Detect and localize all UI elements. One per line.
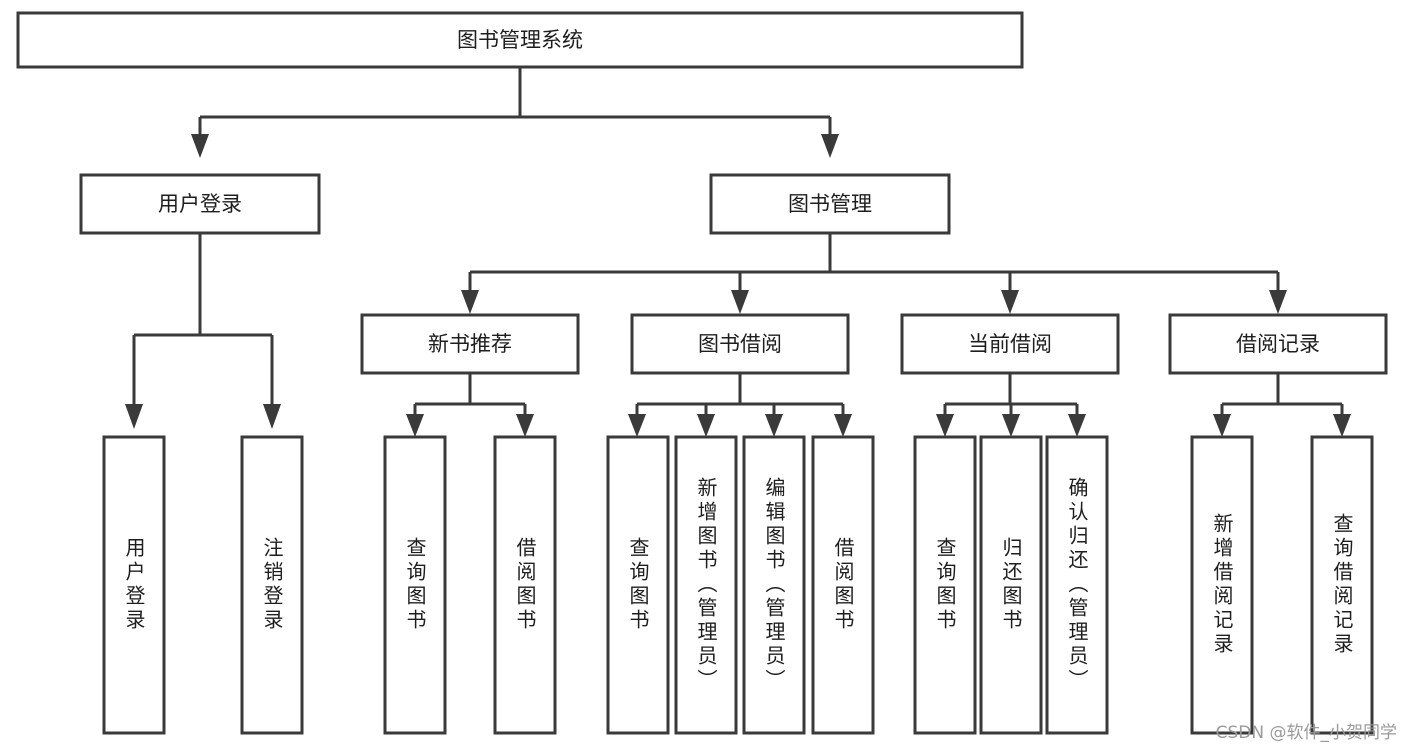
connector-currentborrow-to-leaves <box>936 373 1086 437</box>
leaf-new-book-recommend-1[interactable]: 借阅图书 <box>493 435 557 735</box>
leaf-label: 新增借阅记录 <box>1210 513 1234 657</box>
node-book-management[interactable]: 图书管理 <box>709 173 951 235</box>
arrow-icon <box>263 404 281 429</box>
node-box[interactable] <box>742 435 806 735</box>
leaf-current-borrow-2[interactable]: 确认归还（管理员） <box>1045 435 1109 735</box>
arrow-icon <box>516 414 534 437</box>
leaf-label: 归还图书 <box>999 537 1023 633</box>
leaf-label: 编辑图书（管理员） <box>762 477 786 693</box>
leaf-user-login-1[interactable]: 注销登录 <box>240 435 304 735</box>
node-user-login[interactable]: 用户登录 <box>79 173 321 235</box>
arrow-icon <box>191 134 209 158</box>
leaf-new-book-recommend-0[interactable]: 查询图书 <box>383 435 447 735</box>
node-box[interactable] <box>1045 435 1109 735</box>
arrow-icon <box>1002 414 1020 437</box>
node-box[interactable] <box>1310 435 1374 735</box>
leaf-book-borrow-3[interactable]: 借阅图书 <box>811 435 875 735</box>
leaf-label: 借阅图书 <box>831 537 855 633</box>
node-box[interactable] <box>913 435 977 735</box>
node-box[interactable] <box>360 313 580 375</box>
leaf-book-borrow-1[interactable]: 新增图书（管理员） <box>674 435 738 735</box>
node-box[interactable] <box>606 435 670 735</box>
leaf-book-borrow-0[interactable]: 查询图书 <box>606 435 670 735</box>
node-root[interactable]: 图书管理系统 <box>16 11 1024 69</box>
arrow-icon <box>1068 414 1086 437</box>
arrow-icon <box>1213 414 1231 437</box>
arrow-icon <box>125 404 143 429</box>
node-box[interactable] <box>493 435 557 735</box>
leaf-label: 新增图书（管理员） <box>694 477 718 693</box>
leaf-label: 查询图书 <box>933 537 957 633</box>
node-box[interactable] <box>979 435 1043 735</box>
connector-borrowrecord-to-leaves <box>1213 373 1351 437</box>
node-box[interactable] <box>383 435 447 735</box>
node-label-current-borrow: 当前借阅 <box>968 332 1052 356</box>
arrow-icon <box>821 134 839 158</box>
node-label-borrow-record: 借阅记录 <box>1236 332 1320 356</box>
node-label-new-book-recommend: 新书推荐 <box>428 332 512 356</box>
leaf-label: 查询借阅记录 <box>1330 513 1354 657</box>
node-box[interactable] <box>811 435 875 735</box>
arrow-icon <box>628 414 646 437</box>
arrow-icon <box>1333 414 1351 437</box>
node-label-user-login: 用户登录 <box>158 192 242 216</box>
watermark-text: CSDN @软件_小贺同学 <box>1215 723 1397 743</box>
connector-newbook-to-leaves <box>406 373 534 437</box>
leaf-label: 注销登录 <box>260 537 284 633</box>
node-box[interactable] <box>16 11 1024 69</box>
arrow-icon <box>834 414 852 437</box>
node-current-borrow[interactable]: 当前借阅 <box>900 313 1120 375</box>
leaf-label: 借阅图书 <box>513 537 537 633</box>
leaf-label: 查询图书 <box>403 537 427 633</box>
node-new-book-recommend[interactable]: 新书推荐 <box>360 313 580 375</box>
arrow-icon <box>406 414 424 437</box>
arrow-icon <box>731 290 749 314</box>
leaf-current-borrow-0[interactable]: 查询图书 <box>913 435 977 735</box>
node-borrow-record[interactable]: 借阅记录 <box>1168 313 1388 375</box>
arrow-icon <box>936 414 954 437</box>
node-box[interactable] <box>630 313 850 375</box>
node-box[interactable] <box>102 435 166 735</box>
node-label-book-borrow: 图书借阅 <box>698 332 782 356</box>
node-box[interactable] <box>674 435 738 735</box>
connector-bookborrow-to-leaves <box>628 373 852 437</box>
connector-bookmgmt-to-level3 <box>461 233 1287 314</box>
leaf-borrow-record-0[interactable]: 新增借阅记录 <box>1190 435 1254 735</box>
leaf-label: 用户登录 <box>122 537 146 633</box>
node-box[interactable] <box>709 173 951 235</box>
node-box[interactable] <box>900 313 1120 375</box>
arrow-icon <box>765 414 783 437</box>
connector-userlogin-to-leaves <box>125 233 281 429</box>
leaf-borrow-record-1[interactable]: 查询借阅记录 <box>1310 435 1374 735</box>
node-box[interactable] <box>1168 313 1388 375</box>
node-book-borrow[interactable]: 图书借阅 <box>630 313 850 375</box>
leaf-book-borrow-2[interactable]: 编辑图书（管理员） <box>742 435 806 735</box>
node-label-root: 图书管理系统 <box>457 28 583 52</box>
arrow-icon <box>1269 290 1287 314</box>
node-box[interactable] <box>79 173 321 235</box>
arrow-icon <box>1001 290 1019 314</box>
node-label-book-management: 图书管理 <box>788 192 872 216</box>
leaf-label: 确认归还（管理员） <box>1065 477 1089 693</box>
arrow-icon <box>461 290 479 314</box>
arrow-icon <box>697 414 715 437</box>
leaf-label: 查询图书 <box>626 537 650 633</box>
leaf-current-borrow-1[interactable]: 归还图书 <box>979 435 1043 735</box>
connector-root-to-level2 <box>191 67 839 158</box>
node-box[interactable] <box>240 435 304 735</box>
leaf-user-login-0[interactable]: 用户登录 <box>102 435 166 735</box>
node-box[interactable] <box>1190 435 1254 735</box>
